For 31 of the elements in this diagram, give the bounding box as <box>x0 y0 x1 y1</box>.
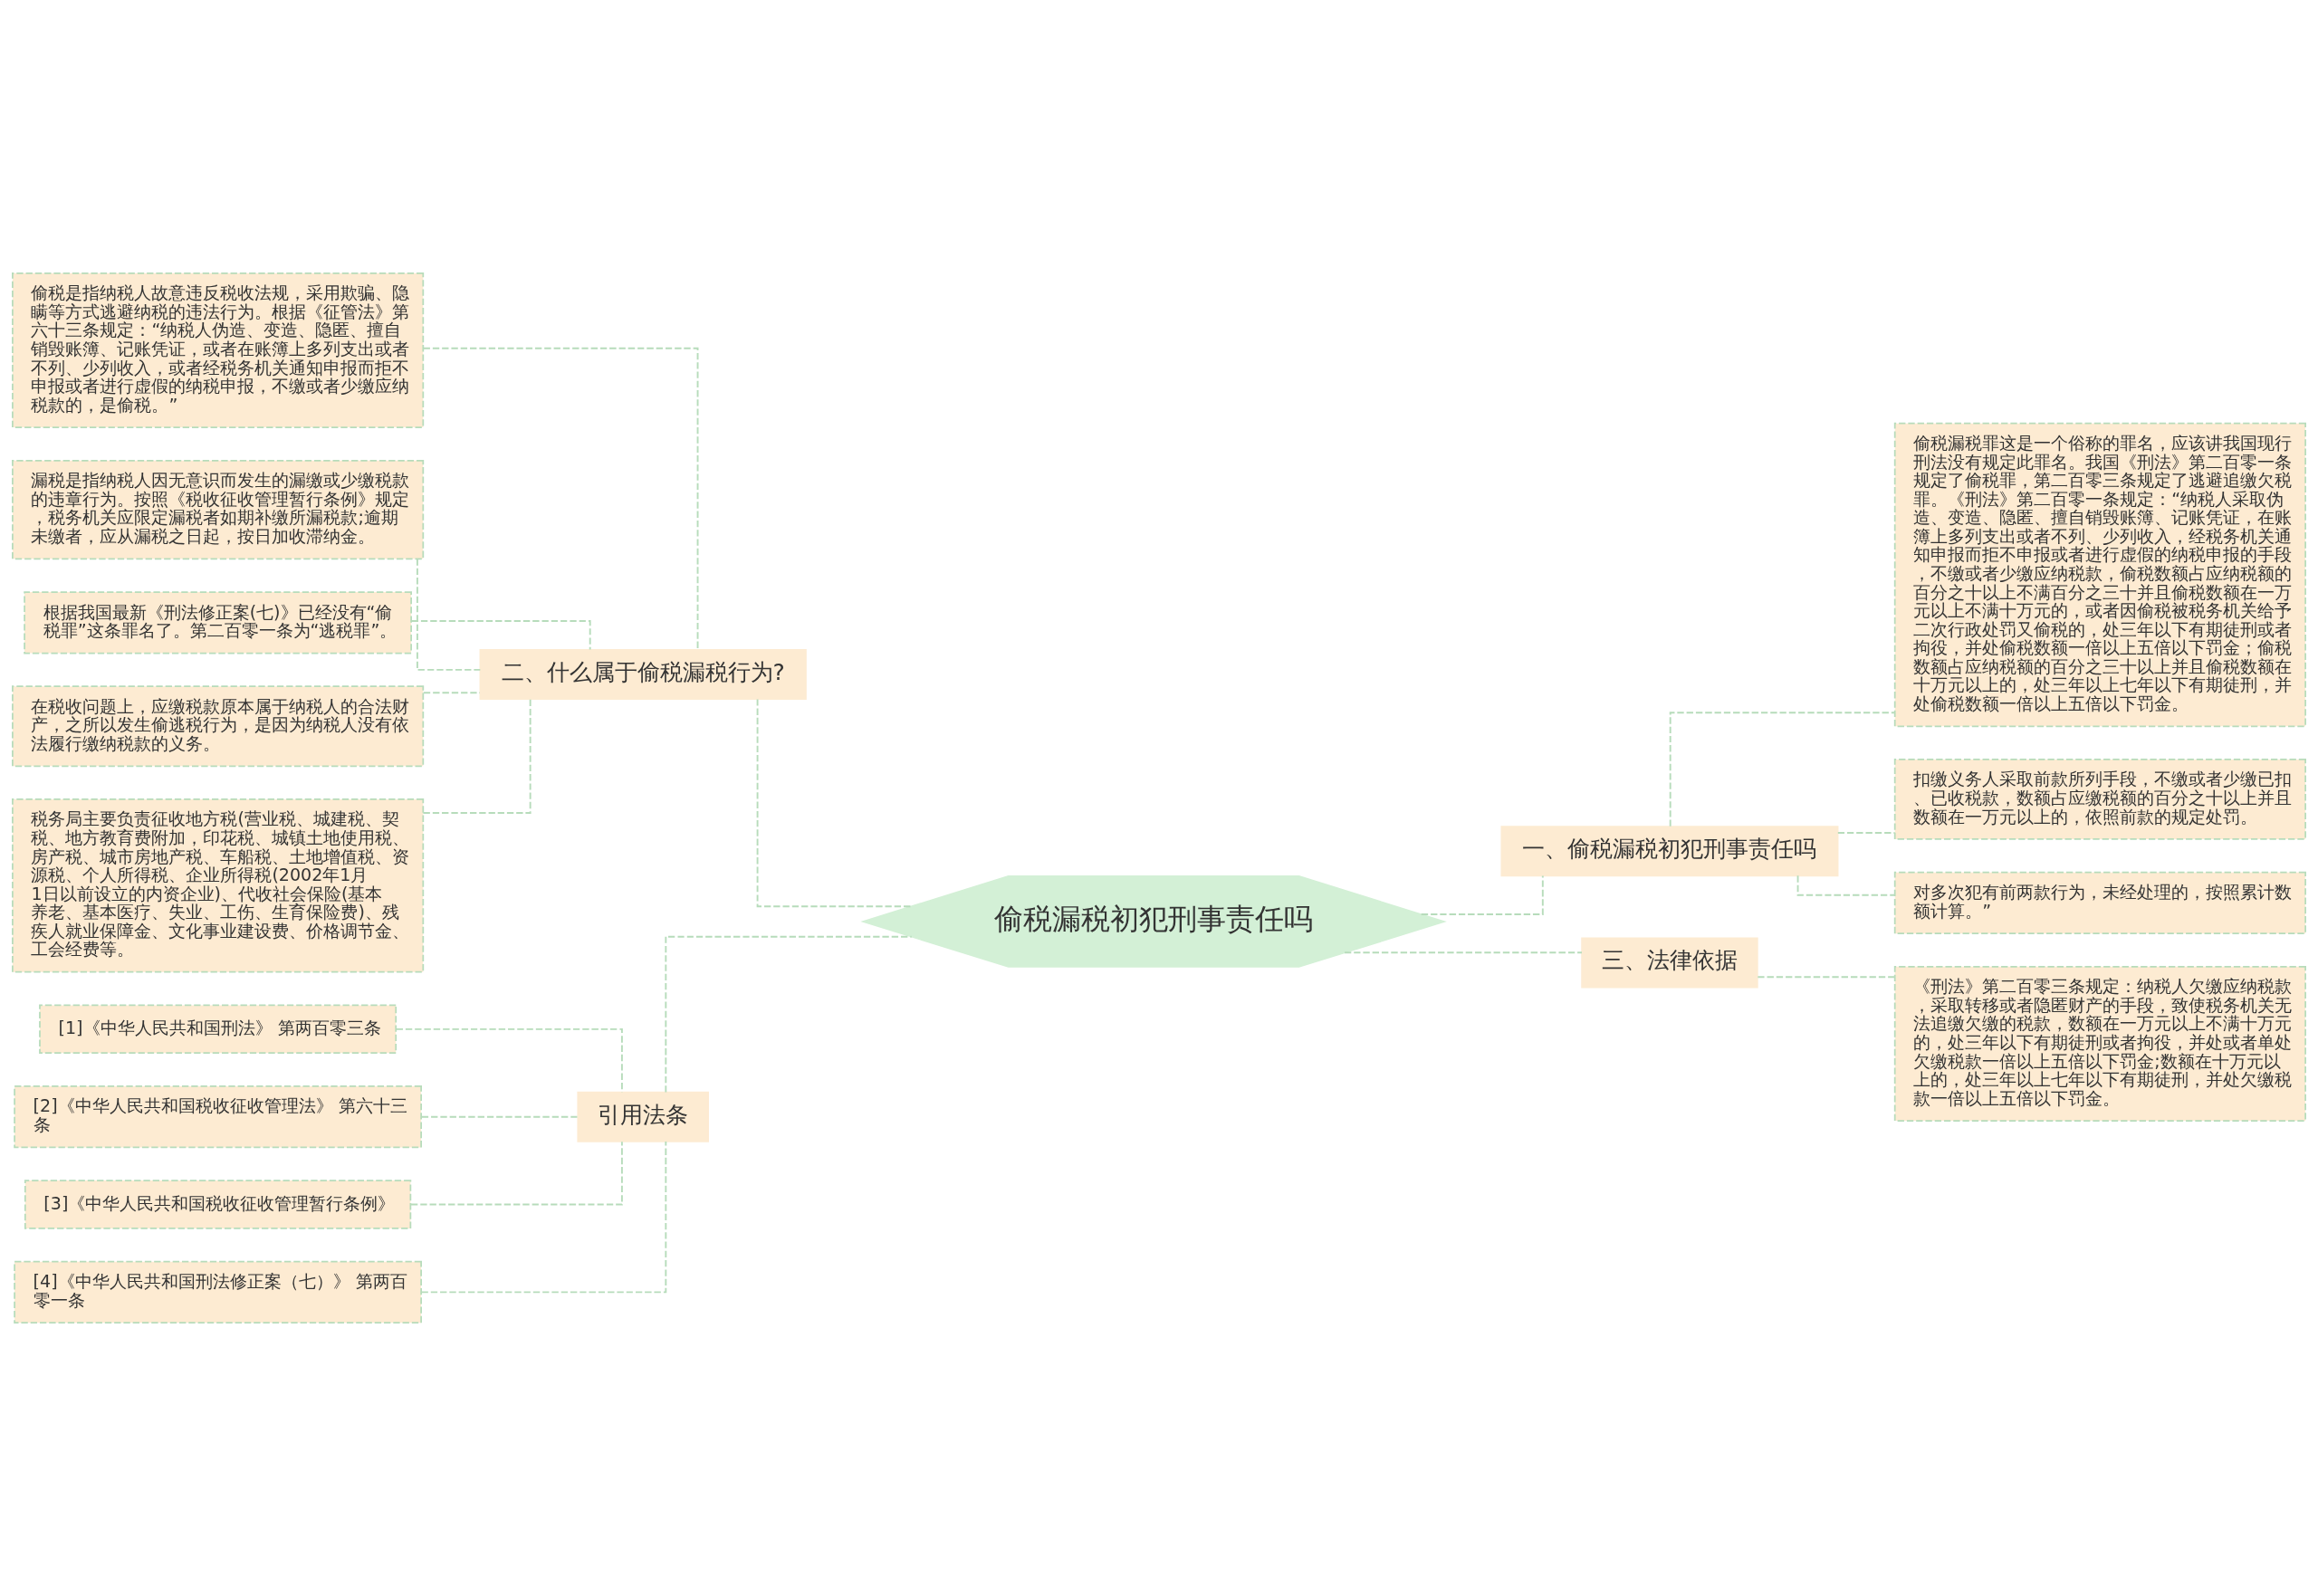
node-box: 税务局主要负责征收地方税(营业税、城建税、契税、地方教育费附加，印花税、城镇土地使用税、房产税、城市房地产税、车船税、土地增值税、资源税、个人所得税、企业所得税(2002年1月1日以前设立的内资企业)、代收社会保险(基本养老、基本医疗、失业、工伤、生育保险费)、残疾人就业保障金、文化事业建设费、价格调节金、工会经费等。 <box>12 798 425 973</box>
node-box: 根据我国最新《刑法修正案(七)》已经没有“偷税罪”这条罪名了。第二百零一条为“逃税罪”。 <box>24 591 412 655</box>
connector <box>1836 832 1896 834</box>
connector <box>416 558 482 671</box>
node-box: [3]《中华人民共和国税收征收管理暂行条例》 <box>24 1180 412 1229</box>
connector <box>420 1141 667 1294</box>
connector <box>665 935 913 1094</box>
node-box: 《刑法》第二百零三条规定：纳税人欠缴应纳税款，采取转移或者隐匿财产的手段，致使税务机关无法追缴欠缴的税款，数额在一万元以上不满十万元的，处三年以下有期徒刑或者拘役，并处或者单处欠缴税款一倍以上五倍以下罚金;数额在十万元以上的，处三年以上七年以下有期徒刑，并处欠缴税款一倍以上五倍以下罚金。 <box>1893 965 2306 1122</box>
connector <box>1420 874 1544 915</box>
node-box: 一、偷税漏税初犯刑事责任吗 <box>1500 826 1839 877</box>
connector <box>1757 976 1896 979</box>
connector <box>1344 951 1583 954</box>
node-box: [1]《中华人民共和国刑法》 第两百零三条 <box>39 1004 398 1055</box>
node-box: 二、什么属于偷税漏税行为? <box>479 649 807 701</box>
connector <box>420 1115 579 1118</box>
connector <box>1669 712 1896 827</box>
node-box: 偷税漏税罪这是一个俗称的罪名，应该讲我国现行刑法没有规定此罪名。我国《刑法》第二百零一条规定了偷税罪，第二百零三条规定了逃避追缴欠税罪。《刑法》第二百零一条规定：“纳税人采取伪造、变造、隐匿、擅自销毁账簿、记账凭证，在账簿上多列支出或者不列、少列收入，经税务机关通知申报而拒不申报或者进行虚假的纳税申报的手段，不缴或者少缴应纳税款，偷税数额占应纳税额的百分之十以上不满百分之三十并且偷税数额在一万元以上不满十万元的，或者因偷税被税务机关给予二次行政处罚又偷税的，处三年以下有期徒刑或者拘役，并处偷税数额一倍以上五倍以下罚金；偷税数额占应纳税额的百分之三十以上并且偷税数额在十万元以上的，处三年以上七年以下有期徒刑，并处偷税数额一倍以上五倍以下罚金。 <box>1893 422 2306 728</box>
node-box: 对多次犯有前两款行为，未经处理的，按照累计数额计算。” <box>1893 871 2306 935</box>
connector <box>410 1141 623 1206</box>
connector <box>422 692 481 694</box>
node-box: 引用法条 <box>577 1091 709 1142</box>
node-box: 漏税是指纳税人因无意识而发生的漏缴或少缴税款的违章行为。按照《税收征收管理暂行条例》规定，税务机关应限定漏税者如期补缴所漏税款;逾期未缴者，应从漏税之日起，按日加收滞纳金。 <box>12 459 425 560</box>
node-box: 扣缴义务人采取前款所列手段，不缴或者少缴已扣、已收税款，数额占应缴税额的百分之十以上并且数额在一万元以上的，依照前款的规定处罚。 <box>1893 759 2306 840</box>
connector <box>422 698 532 814</box>
node-box: 偷税是指纳税人故意违反税收法规，采用欺骗、隐瞒等方式逃避纳税的违法行为。根据《征管法》第六十三条规定：“纳税人伪造、变造、隐匿、擅自销毁账簿、记账凭证，或者在账簿上多列支出或者不列、少列收入，或者经税务机关通知申报而拒不申报或者进行虚假的纳税申报，不缴或者少缴应纳税款的，是偷税。” <box>12 272 425 428</box>
node-box: 在税收问题上，应缴税款原本属于纳税人的合法财产，之所以发生偷逃税行为，是因为纳税人没有依法履行缴纳税款的义务。 <box>12 685 425 768</box>
connector <box>756 698 913 908</box>
connector <box>422 347 699 651</box>
node-box: 三、法律依据 <box>1581 937 1758 989</box>
node-box: [4]《中华人民共和国刑法修正案（七）》 第两百零一条 <box>14 1260 422 1324</box>
node-box: [2]《中华人民共和国税收征收管理法》 第六十三条 <box>14 1085 422 1149</box>
